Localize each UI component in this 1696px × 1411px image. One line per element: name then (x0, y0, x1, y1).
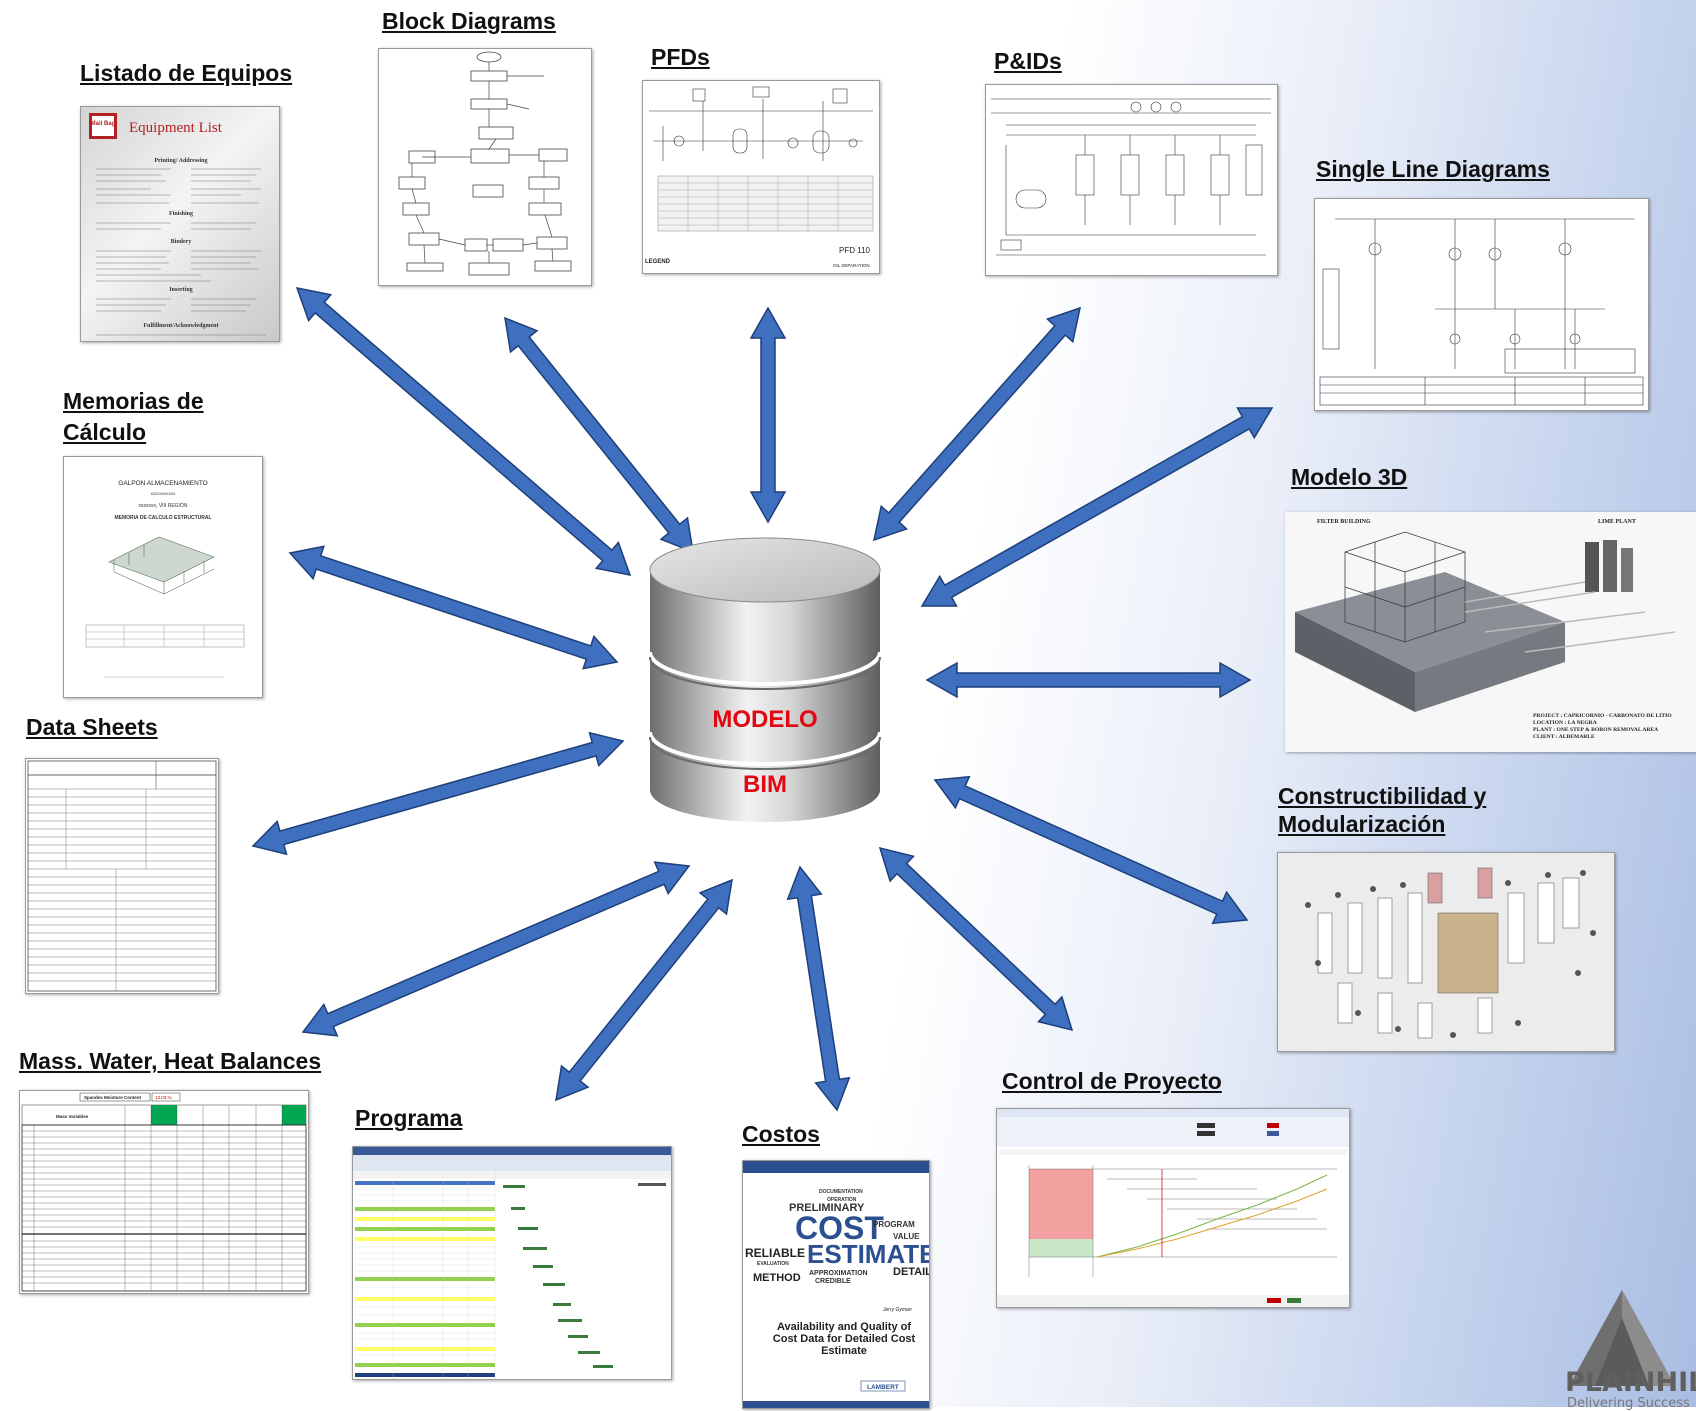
cost-w10: METHOD (753, 1272, 801, 1284)
label-costos: Costos (742, 1121, 820, 1147)
label-pfds: PFDs (651, 44, 710, 70)
cost-w2: OPERATION (827, 1197, 857, 1203)
label-modelo-3d: Modelo 3D (1291, 464, 1408, 490)
balances-col: Mass Variables (56, 1114, 89, 1119)
pfd-sub: OIL SEPARATION (833, 263, 870, 268)
arrow-balances (301, 861, 691, 1037)
center-label-bim: BIM (743, 771, 787, 798)
arrow-pids (872, 306, 1082, 542)
memoria-line4: MEMORIA DE CALCULO ESTRUCTURAL (114, 515, 211, 521)
block-diagram-thumbnail (378, 48, 592, 286)
memoria-thumbnail: GALPON ALMACENAMIENTO xxxxxxxxxxx xxxxxx… (63, 456, 263, 698)
programa-thumbnail (352, 1146, 672, 1380)
logo-tagline: Delivering Success (1567, 1396, 1690, 1411)
modelo-3d-thumbnail: FILTER BUILDING LIME PLANT PROJECT : CAP… (1285, 512, 1696, 752)
arrow-costos (786, 865, 851, 1112)
cost-publisher: LAMBERT (867, 1384, 899, 1391)
cost-w6: RELIABLE (745, 1246, 805, 1260)
pfd-code: PFD 110 (839, 246, 871, 255)
equipment-sec-3: Bindery (171, 239, 192, 245)
balances-value: 13.03 % (155, 1095, 172, 1100)
cost-w1: DOCUMENTATION (819, 1189, 863, 1195)
label-memorias-1: Memorias de (63, 388, 204, 414)
costos-thumbnail: DOCUMENTATION OPERATION PRELIMINARY COST… (742, 1160, 930, 1409)
equipment-sec-1: Printing/ Addressing (154, 158, 207, 164)
label-construct-2: Modularización (1278, 811, 1446, 837)
memoria-line2: xxxxxxxxxxx (151, 491, 177, 496)
arrow-pfds (749, 306, 787, 524)
equipment-sec-2: Finishing (169, 211, 193, 217)
arrow-programa (555, 878, 733, 1102)
arrow-construct (933, 775, 1249, 925)
memoria-line3: xxxxxxx, VIII REGIÓN (139, 502, 188, 509)
label-construct-1: Constructibilidad y (1278, 783, 1487, 809)
label-memorias-2: Cálculo (63, 419, 147, 445)
database-icon (648, 537, 882, 822)
balances-thumbnail: Spandex Moisture Content 13.03 % Mass Va… (19, 1090, 309, 1294)
pfd-thumbnail: LEGEND PFD 110 OIL SEPARATION (642, 80, 880, 274)
logo-name: PLAINHILL (1565, 1367, 1696, 1398)
label-control: Control de Proyecto (1002, 1068, 1222, 1094)
label-block-diagrams: Block Diagrams (382, 8, 556, 34)
equipment-list-thumbnail: Mail Bag Equipment List Printing/ Addres… (80, 106, 280, 342)
modelo-right-tag: LIME PLANT (1598, 519, 1636, 525)
equipment-sec-4: Inserting (169, 287, 192, 293)
label-listado-equipos: Listado de Equipos (80, 60, 293, 86)
pid-thumbnail (985, 84, 1278, 276)
arrow-data-sheets (251, 731, 625, 856)
modelo-location: LOCATION : LA NEGRA (1533, 720, 1597, 726)
arrow-control (878, 846, 1074, 1032)
plainhill-logo-icon (1569, 1290, 1675, 1386)
arrow-single-line (920, 407, 1274, 607)
cost-w3: PRELIMINARY (789, 1202, 865, 1214)
construct-thumbnail (1277, 852, 1615, 1052)
cost-author: Jerry Gyman (882, 1307, 912, 1313)
cost-title: Availability and Quality of Cost Data fo… (772, 1321, 916, 1357)
cost-w13: DETAIL (893, 1266, 929, 1278)
cost-w7: ESTIMATE (807, 1239, 929, 1269)
equipment-title: Equipment List (129, 120, 223, 136)
single-line-thumbnail (1314, 198, 1649, 411)
modelo-plant: PLANT : ONE STEP & BORON REMOVAL AREA (1533, 727, 1658, 733)
center-label-modelo: MODELO (712, 706, 818, 733)
equipment-brand: Mail Bag (91, 121, 116, 127)
label-single-line: Single Line Diagrams (1316, 156, 1550, 182)
cost-w9: EVALUATION (757, 1261, 789, 1267)
arrow-block-diagrams (504, 316, 694, 554)
label-data-sheets: Data Sheets (26, 714, 158, 740)
modelo-client: CLIENT : ALBEMARLE (1533, 734, 1595, 740)
arrow-memorias (288, 545, 619, 670)
cost-w12: CREDIBLE (815, 1278, 851, 1285)
label-pids: P&IDs (994, 48, 1062, 74)
modelo-left-tag: FILTER BUILDING (1317, 519, 1371, 525)
arrow-listado (295, 287, 632, 576)
data-sheets-thumbnail (25, 758, 219, 994)
pfd-legend: LEGEND (645, 259, 671, 265)
cost-w11: APPROXIMATION (809, 1270, 868, 1277)
cost-w4: COST (795, 1210, 884, 1246)
label-programa: Programa (355, 1105, 463, 1131)
memoria-line1: GALPON ALMACENAMIENTO (118, 480, 207, 487)
arrow-modelo-3d (925, 661, 1252, 699)
label-balances: Mass. Water, Heat Balances (19, 1048, 322, 1074)
cost-w5: PROGRAM (873, 1220, 915, 1229)
equipment-sec-5: Fulfillment/Acknowledgment (144, 323, 219, 329)
balances-header: Spandex Moisture Content (84, 1095, 142, 1100)
cost-w8: VALUE (893, 1232, 920, 1241)
control-thumbnail (996, 1108, 1350, 1308)
modelo-project: PROJECT : CAPRICORNIO - CARBONATO DE LIT… (1533, 713, 1672, 719)
